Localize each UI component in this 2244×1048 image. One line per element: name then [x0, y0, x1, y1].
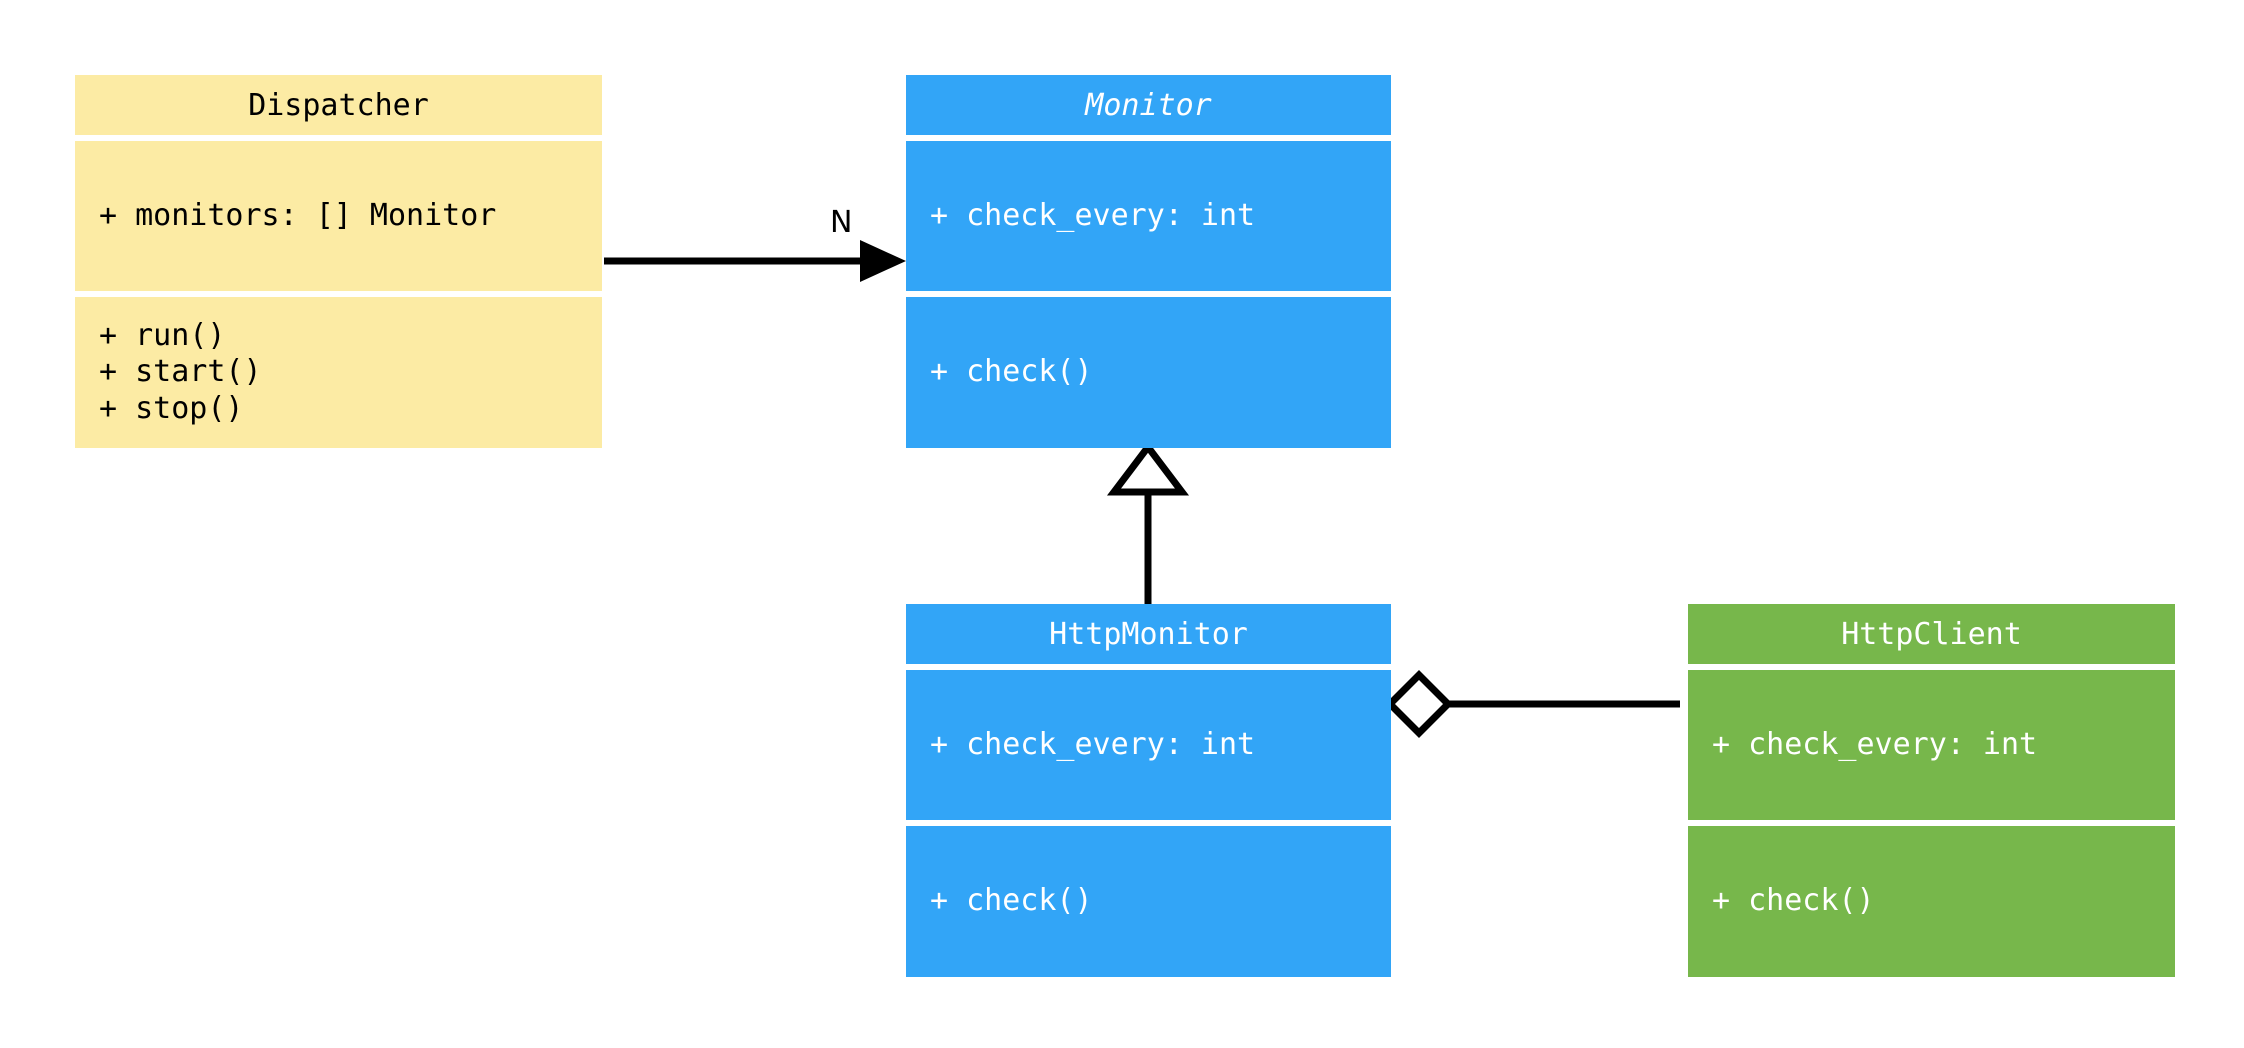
class-name-http-monitor: HttpMonitor: [1049, 616, 1248, 652]
class-box-http-client[interactable]: HttpClient + check_every: int + check(): [1688, 604, 2175, 977]
hollow-diamond-icon: [1385, 670, 1453, 738]
class-box-monitor[interactable]: Monitor + check_every: int + check(): [906, 75, 1391, 448]
method-row: + check(): [930, 883, 1093, 919]
class-name-dispatcher: Dispatcher: [248, 87, 429, 123]
association-multiplicity-label: N: [830, 205, 853, 240]
class-name-monitor: Monitor: [1085, 87, 1212, 123]
class-attributes-compartment-dispatcher: + monitors: [] Monitor: [75, 141, 602, 291]
hollow-triangle-icon: [1106, 441, 1190, 496]
class-box-dispatcher[interactable]: Dispatcher + monitors: [] Monitor + run(…: [75, 75, 602, 448]
attribute-row: + check_every: int: [930, 726, 1256, 762]
class-methods-compartment-http-monitor: + check(): [906, 826, 1391, 977]
attribute-row: + check_every: int: [930, 197, 1256, 233]
class-title-compartment-http-monitor: HttpMonitor: [906, 604, 1391, 664]
method-row: + check(): [1712, 883, 1875, 919]
class-attributes-compartment-http-monitor: + check_every: int: [906, 670, 1391, 820]
class-title-compartment-dispatcher: Dispatcher: [75, 75, 602, 135]
class-name-http-client: HttpClient: [1841, 616, 2022, 652]
attribute-row: + monitors: [] Monitor: [99, 197, 497, 233]
attribute-row: + check_every: int: [1712, 726, 2038, 762]
method-row: + start(): [99, 354, 262, 390]
aggregation-httpmonitor-httpclient: [1385, 670, 1680, 738]
class-methods-compartment-monitor: + check(): [906, 297, 1391, 448]
generalization-httpmonitor-monitor: [1106, 441, 1190, 604]
class-box-http-monitor[interactable]: HttpMonitor + check_every: int + check(): [906, 604, 1391, 977]
class-title-compartment-monitor: Monitor: [906, 75, 1391, 135]
method-row: + run(): [99, 317, 226, 353]
class-attributes-compartment-http-client: + check_every: int: [1688, 670, 2175, 820]
filled-arrow-icon: [860, 240, 906, 282]
class-methods-compartment-http-client: + check(): [1688, 826, 2175, 977]
class-attributes-compartment-monitor: + check_every: int: [906, 141, 1391, 291]
method-row: + stop(): [99, 390, 244, 426]
method-row: + check(): [930, 354, 1093, 390]
class-title-compartment-http-client: HttpClient: [1688, 604, 2175, 664]
association-dispatcher-monitor: [604, 240, 906, 282]
class-methods-compartment-dispatcher: + run() + start() + stop(): [75, 297, 602, 448]
